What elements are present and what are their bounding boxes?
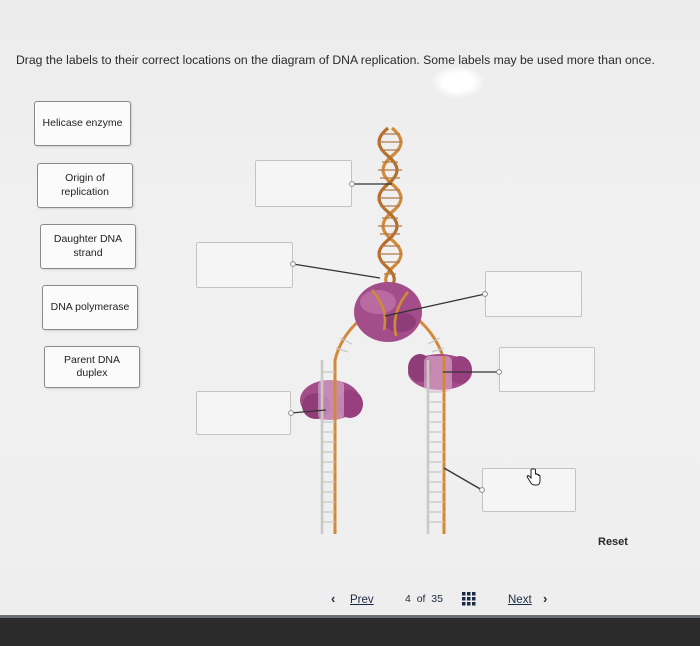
label-parent-dna-duplex[interactable]: Parent DNA duplex [44,346,140,388]
page-of-label: of [416,593,426,605]
drop-target[interactable] [196,391,291,435]
label-helicase-enzyme[interactable]: Helicase enzyme [34,101,131,146]
label-dna-polymerase[interactable]: DNA polymerase [42,285,138,330]
total-pages: 35 [431,593,443,605]
label-daughter-dna-strand[interactable]: Daughter DNA strand [40,224,136,269]
label-text: Origin of replication [61,172,109,198]
helicase-enzyme-shape [354,282,422,342]
label-origin-of-replication[interactable]: Origin of replication [37,163,133,208]
chevron-right-icon[interactable]: › [543,591,548,606]
drop-target[interactable] [499,347,595,392]
label-text: Helicase enzyme [42,116,123,129]
label-text: Parent DNA duplex [63,353,121,379]
chevron-left-icon[interactable]: ‹ [331,591,336,606]
monitor-bezel [0,618,700,646]
next-button[interactable]: Next [508,594,532,606]
drop-target[interactable] [482,468,576,512]
dna-polymerase-right-shape [408,354,472,392]
instructions-text: Drag the labels to their correct locatio… [16,53,655,67]
drop-target[interactable] [255,160,352,207]
label-text: DNA polymerase [50,300,130,313]
current-page: 4 [405,593,411,605]
drop-target[interactable] [485,271,582,317]
monitor-edge [0,615,700,618]
leader-lines [290,183,499,491]
hand-pointer-icon [526,468,541,486]
label-text: Daughter DNA strand [53,233,123,259]
reset-button[interactable]: Reset [598,536,628,548]
grid-icon[interactable] [462,592,476,606]
screen-glare [432,66,484,98]
dna-polymerase-left-shape [300,380,363,420]
page-indicator: 4 of 35 [405,593,443,605]
parent-dna-helix [377,126,403,290]
prev-button[interactable]: Prev [350,594,374,606]
